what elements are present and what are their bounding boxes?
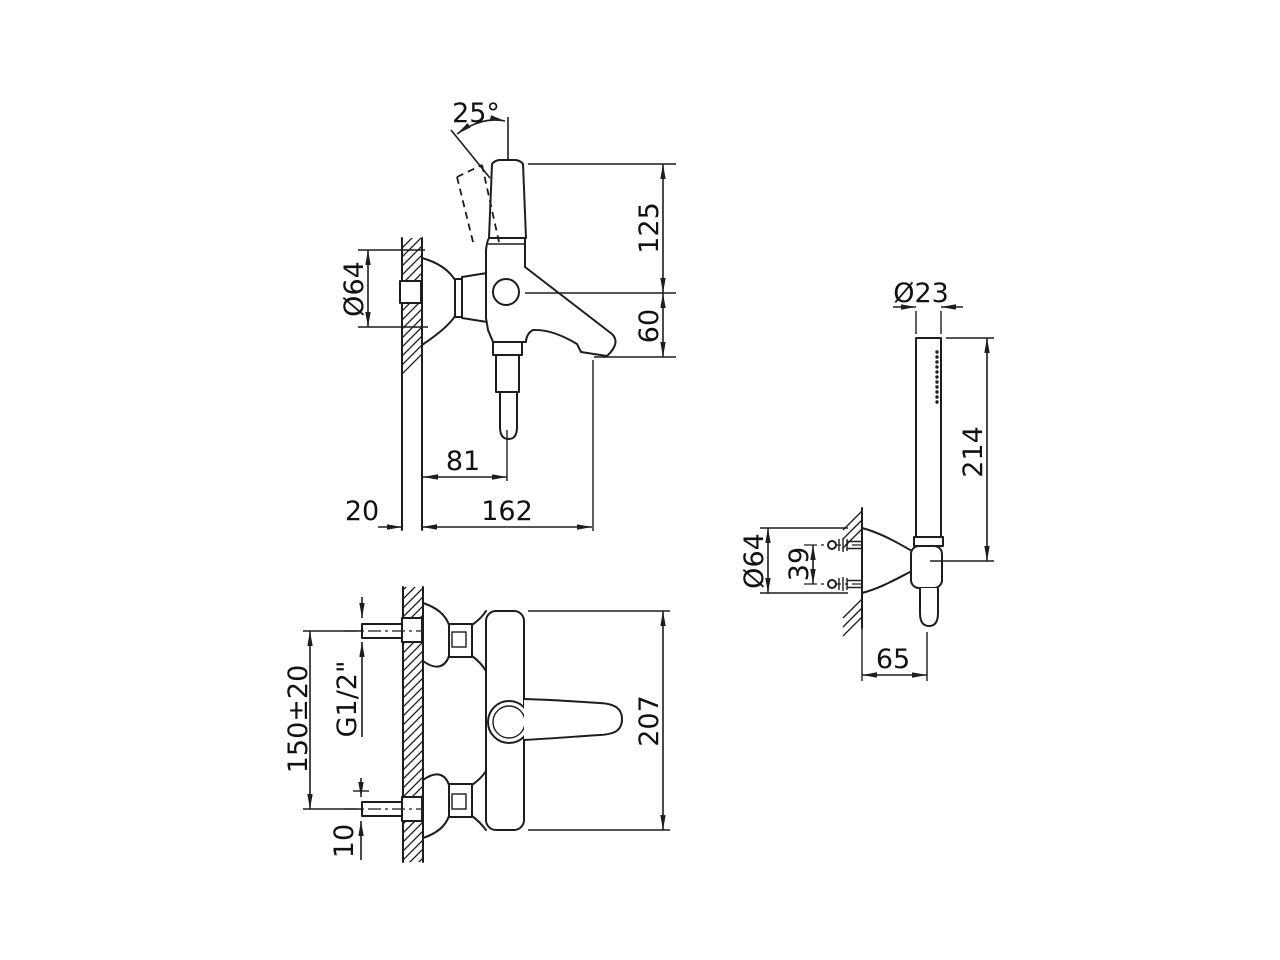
hose-flange	[492, 341, 523, 356]
wall-section-shower	[842, 507, 863, 637]
hose-nut	[495, 354, 520, 393]
spout-plan	[523, 698, 623, 741]
dim-label-60: 60	[634, 309, 665, 343]
side-view: 25° 125 60 Ø64 81 162 20	[339, 98, 676, 531]
dim-label-angle: 25°	[452, 98, 500, 129]
wand-spray-dots	[935, 350, 939, 404]
dim-label-dia23: Ø23	[893, 278, 949, 309]
inwall-union-nut	[399, 280, 422, 304]
escutcheon-ring	[454, 278, 463, 318]
dim-label-81: 81	[446, 446, 480, 477]
screw-rings-top	[838, 538, 862, 552]
wall-hatching-shower	[842, 510, 863, 637]
escutcheon-trumpet	[421, 257, 456, 346]
hose-outlet	[499, 391, 518, 440]
handle-tilted-ghost	[456, 164, 500, 247]
dim-label-10: 10	[329, 824, 360, 858]
holder-trumpet	[861, 527, 917, 594]
checkvalve-bottom-inner	[451, 793, 467, 810]
dim-label-150: 150±20	[283, 665, 314, 774]
angle-ref-lines	[450, 117, 509, 179]
screw-head-top	[827, 540, 837, 550]
escutcheon-plan-bottom	[422, 773, 450, 839]
wand-nut	[913, 536, 944, 547]
dim-label-39: 39	[784, 547, 815, 581]
diverter-knob	[492, 278, 520, 306]
ext-lines-207	[528, 610, 670, 831]
escutcheon-plan-top	[422, 602, 450, 668]
angle-arc	[456, 115, 506, 135]
handshower-view: Ø23 214 Ø64 39 65	[739, 278, 994, 681]
handle-dome-outer	[487, 700, 531, 744]
dim-label-flange64-shower: Ø64	[739, 533, 770, 589]
mixer-body-plan	[344, 602, 623, 839]
ext-lines-flange64	[760, 527, 848, 594]
dim-label-flange64-side: Ø64	[339, 261, 370, 317]
ext-lines-65	[861, 628, 928, 681]
checkvalve-top-inner	[451, 631, 467, 648]
ext-lines-dia23	[915, 311, 942, 334]
dim-label-162: 162	[481, 496, 533, 527]
plan-dimensions: 150±20 G1/2" 10 207	[283, 597, 670, 860]
screw-head-bottom	[827, 579, 837, 589]
dim-label-65: 65	[876, 644, 910, 675]
shower-holder	[861, 337, 944, 627]
valve-cone	[461, 272, 488, 323]
dim-label-20: 20	[345, 496, 379, 527]
wall-section-plan	[402, 586, 424, 863]
dim-label-207: 207	[634, 695, 665, 747]
side-dimensions: 25° 125 60 Ø64 81 162 20	[339, 98, 676, 531]
shower-dimensions: Ø23 214 Ø64 39 65	[739, 278, 994, 681]
plan-view: 150±20 G1/2" 10 207	[283, 586, 670, 863]
holder-block	[910, 545, 943, 589]
lever-handle	[488, 159, 527, 239]
mixer-body-side	[421, 159, 617, 440]
flare-curves	[471, 610, 487, 831]
dim-label-125: 125	[634, 202, 665, 254]
screw-rings-bottom	[838, 577, 862, 591]
dim-label-214: 214	[958, 426, 989, 478]
wall-section	[399, 237, 423, 531]
dim-label-thread: G1/2"	[332, 661, 363, 738]
body-and-spout	[485, 237, 617, 357]
ext-lines-150	[303, 630, 362, 810]
wall-hatching-plan	[403, 587, 423, 862]
hose-connector	[919, 588, 939, 627]
union-block-top	[401, 617, 423, 643]
